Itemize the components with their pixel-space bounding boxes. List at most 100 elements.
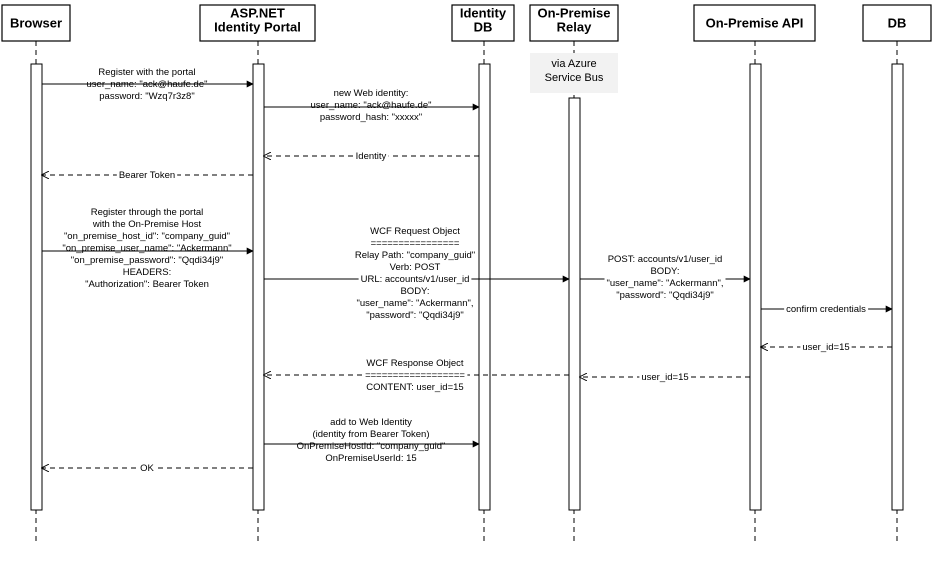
participant-label-browser: Browser (10, 16, 62, 31)
participant-label-relay: Relay (557, 20, 592, 35)
message-label-user-id-db: user_id=15 (802, 342, 849, 353)
message-label-post-accounts: "user_name": "Ackermann", (607, 278, 724, 289)
message-label-bg (639, 371, 691, 384)
message-label-register-portal: Register with the portal (98, 67, 195, 78)
participant-api: On-Premise API (693, 4, 816, 42)
message-user-id-api: user_id=15 (580, 371, 750, 384)
message-label-bg (353, 150, 389, 163)
message-label-wcf-response: WCF Response Object (366, 358, 464, 369)
message-label-bg (364, 357, 466, 370)
message-label-new-web-identity: password_hash: "xxxxx" (320, 112, 422, 123)
message-label-wcf-request: URL: accounts/v1/user_id (361, 274, 470, 285)
message-label-add-web-identity: add to Web Identity (330, 417, 412, 428)
activation-bar-api (749, 63, 762, 511)
message-label-wcf-request: Verb: POST (390, 262, 441, 273)
message-label-bg (138, 462, 157, 475)
message-user-id-db: user_id=15 (761, 341, 892, 354)
message-label-add-web-identity: OnPremiseUserId: 15 (325, 453, 416, 464)
message-label-bg (387, 261, 443, 274)
message-label-bg (364, 309, 466, 322)
participant-box-db (862, 4, 932, 42)
participant-label-portal: ASP.NET (230, 6, 285, 21)
message-ok-return: OK (42, 462, 253, 475)
participant-box-api (693, 4, 816, 42)
message-label-bg (354, 297, 476, 310)
message-label-confirm-credentials: confirm credentials (786, 304, 866, 315)
participant-box-relay (529, 4, 619, 42)
message-label-register-through-portal: "on_premise_user_name": "Ackermann" (62, 243, 231, 254)
message-post-accounts: POST: accounts/v1/user_idBODY:"user_name… (580, 253, 751, 302)
message-label-bg (358, 273, 472, 286)
lifelines (30, 41, 904, 545)
message-label-bearer-token: Bearer Token (119, 170, 175, 181)
participant-box-identitydb (451, 4, 515, 42)
activation-bar-identitydb (478, 63, 491, 511)
message-label-register-through-portal: "on_premise_host_id": "company_guid" (64, 231, 230, 242)
message-label-bg (368, 225, 463, 238)
message-label-bg (605, 253, 725, 266)
activation-bar-browser (30, 63, 43, 511)
message-label-wcf-request: "user_name": "Ackermann", (357, 298, 474, 309)
participant-label-relay: On-Premise (538, 6, 611, 21)
message-label-add-web-identity: (identity from Bearer Token) (312, 429, 429, 440)
message-label-post-accounts: BODY: (650, 266, 679, 277)
participant-db: DB (862, 4, 932, 42)
message-label-register-through-portal: with the On-Premise Host (92, 219, 202, 230)
message-label-wcf-request: ================ (371, 238, 460, 249)
message-wcf-response: WCF Response Object==================CON… (264, 357, 569, 394)
message-wcf-request: WCF Request Object================Relay … (264, 225, 570, 322)
message-label-add-web-identity: OnPremiseHostId: "company_guid" (297, 441, 446, 452)
message-label-bg (363, 369, 468, 382)
participant-box-browser (1, 4, 71, 42)
message-label-bg (784, 303, 869, 316)
participant-label-portal: Identity Portal (214, 20, 301, 35)
activation-bar-portal (252, 63, 265, 511)
relay-note-line: Service Bus (545, 72, 604, 84)
relay-note-box (530, 53, 618, 93)
message-label-bg (614, 289, 716, 302)
message-label-ok-return: OK (140, 463, 154, 474)
message-add-web-identity: add to Web Identity(identity from Bearer… (264, 417, 480, 464)
message-label-wcf-request: WCF Request Object (370, 226, 460, 237)
activation-bar-db (891, 63, 904, 511)
message-label-wcf-request: BODY: (400, 286, 429, 297)
message-label-bg (352, 249, 478, 262)
message-label-register-through-portal: "Authorization": Bearer Token (85, 279, 209, 290)
message-label-bg (116, 169, 178, 182)
message-label-register-portal: user_name: "ack@haufe.de" (87, 79, 208, 90)
message-bearer-token: Bearer Token (42, 169, 253, 182)
message-label-post-accounts: POST: accounts/v1/user_id (608, 254, 723, 265)
message-label-bg (648, 265, 682, 278)
message-label-wcf-request: Relay Path: "company_guid" (355, 250, 475, 261)
message-label-bg (368, 237, 462, 250)
message-new-web-identity: new Web identity:user_name: "ack@haufe.d… (264, 88, 480, 123)
message-identity-return: Identity (264, 150, 479, 163)
participant-browser: Browser (1, 4, 71, 42)
message-label-bg (364, 381, 466, 394)
message-label-post-accounts: "password": "Qqdi34j9" (616, 290, 713, 301)
message-label-bg (800, 341, 852, 354)
participant-label-identitydb: DB (474, 20, 493, 35)
message-label-bg (398, 285, 432, 298)
message-label-wcf-request: "password": "Qqdi34j9" (366, 310, 463, 321)
message-label-identity-return: Identity (356, 151, 387, 162)
participant-label-db: DB (888, 16, 907, 31)
activation-bar-relay (568, 97, 581, 511)
message-label-new-web-identity: new Web identity: (334, 88, 409, 99)
participant-label-identitydb: Identity (460, 6, 507, 21)
message-label-register-through-portal: Register through the portal (91, 207, 203, 218)
participant-box-portal (199, 4, 316, 42)
message-label-new-web-identity: user_name: "ack@haufe.de" (311, 100, 432, 111)
message-label-register-portal: password: "Wzq7r3z8" (99, 91, 194, 102)
relay-note-line: via Azure (551, 58, 596, 70)
participant-label-api: On-Premise API (706, 16, 804, 31)
